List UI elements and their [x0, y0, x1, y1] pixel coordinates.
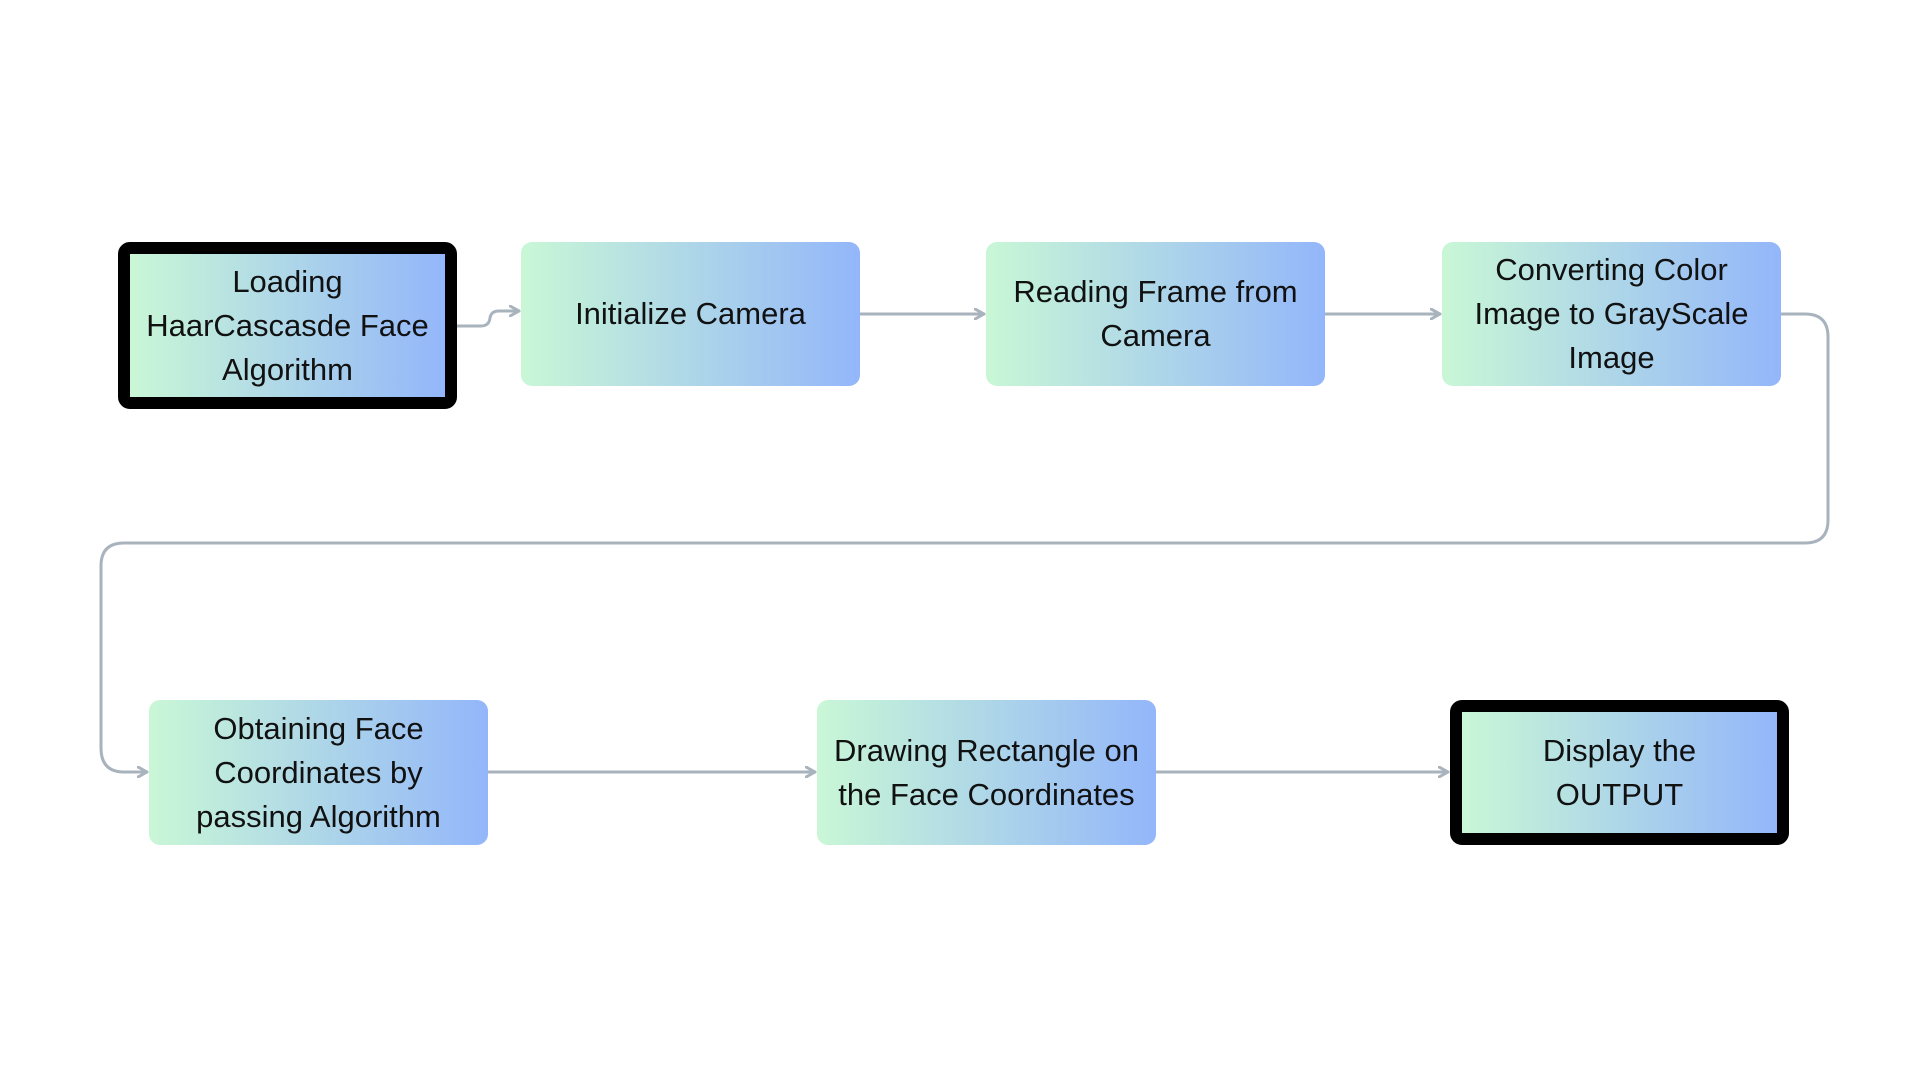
- node-read-frame: Reading Frame from Camera: [986, 242, 1325, 386]
- node-initialize-camera: Initialize Camera: [521, 242, 860, 386]
- connector-n4-n5: [99, 312, 1830, 772]
- node-display-output: Display the OUTPUT: [1450, 700, 1789, 845]
- node-label: Converting Color Image to GrayScale Imag…: [1474, 252, 1749, 375]
- node-label: Obtaining Face Coordinates by passing Al…: [196, 710, 441, 834]
- node-label: Loading HaarCascasde Face Algorithm: [146, 263, 429, 387]
- connector-n1-n2: [455, 311, 521, 328]
- node-obtain-face-coordinates: Obtaining Face Coordinates by passing Al…: [149, 700, 488, 845]
- node-label: Display the OUTPUT: [1542, 732, 1697, 812]
- node-label: Reading Frame from Camera: [1013, 274, 1298, 353]
- node-label: Initialize Camera: [575, 296, 806, 331]
- node-label: Drawing Rectangle on the Face Coordinate…: [833, 732, 1139, 812]
- node-draw-rectangle: Drawing Rectangle on the Face Coordinate…: [817, 700, 1156, 845]
- node-load-haarcascade: Loading HaarCascasde Face Algorithm: [118, 242, 457, 409]
- node-convert-grayscale: Converting Color Image to GrayScale Imag…: [1442, 242, 1781, 386]
